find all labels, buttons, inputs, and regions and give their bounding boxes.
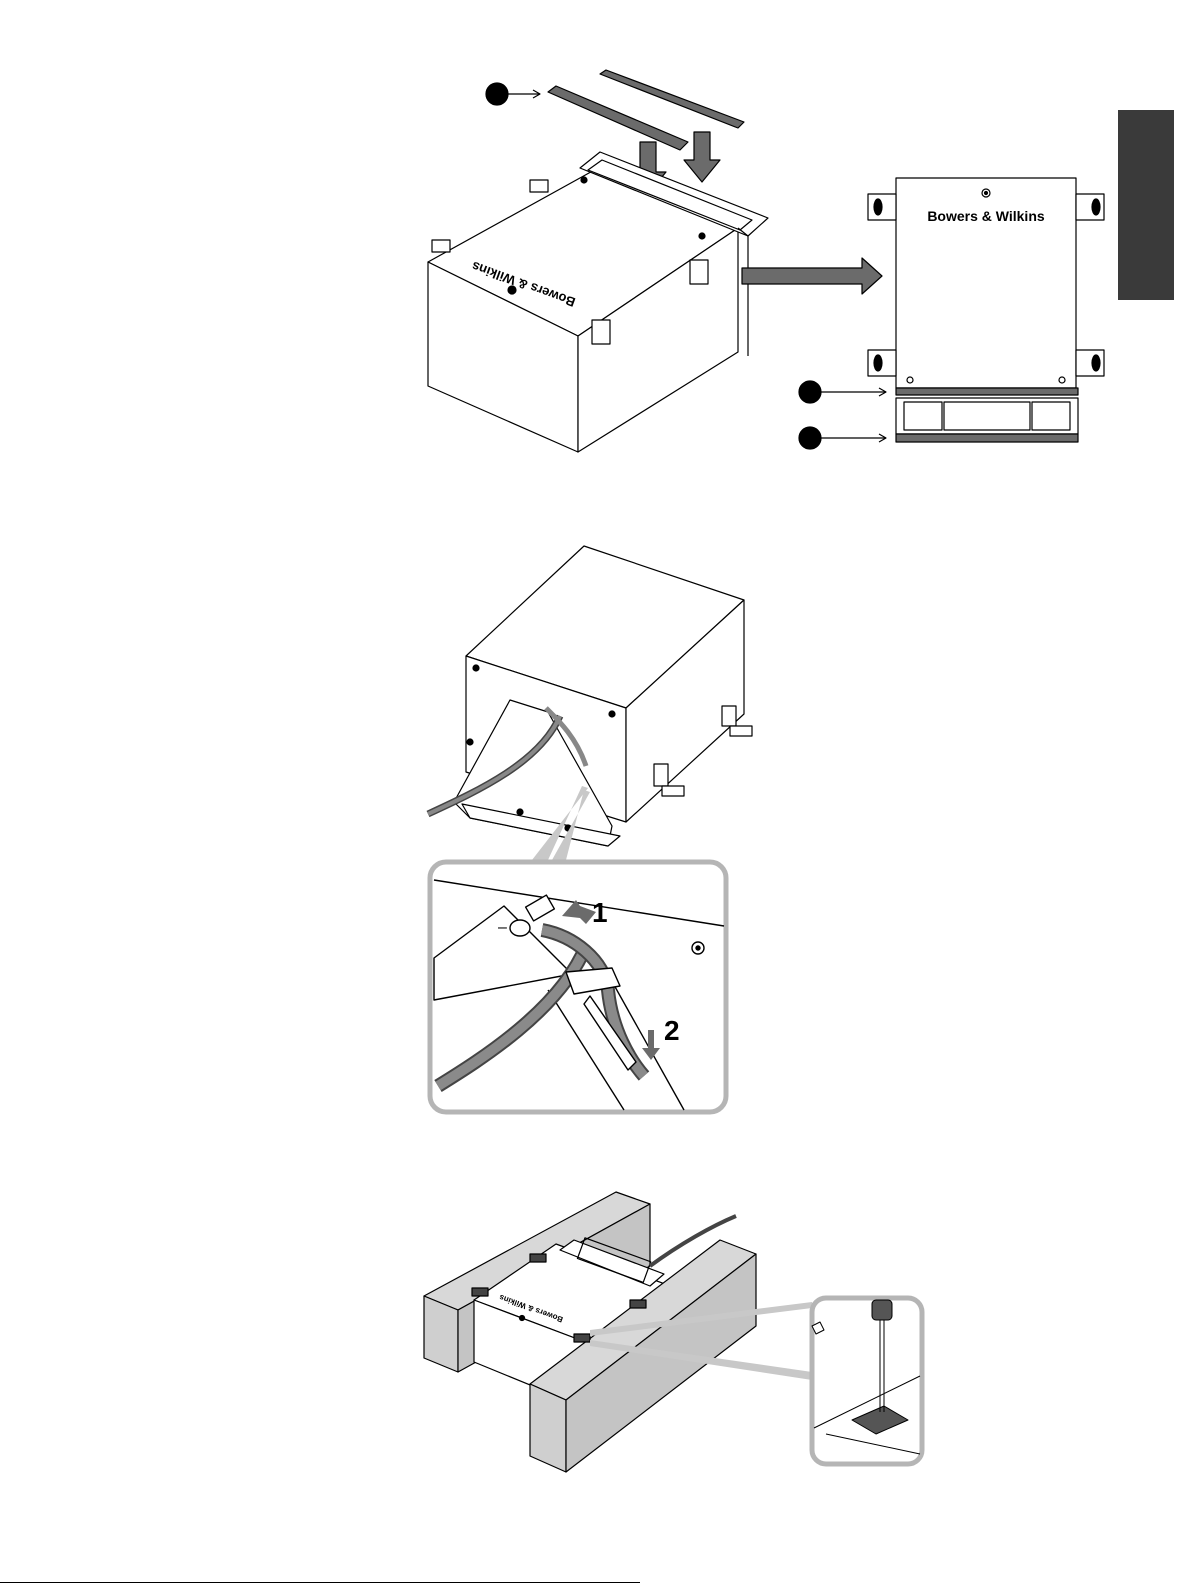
brand-mark: Bowers & Wilkins xyxy=(927,208,1045,224)
down-arrow xyxy=(684,132,720,182)
polarity-minus: – xyxy=(498,919,507,936)
figure-3: Bowers & Wilkins xyxy=(424,1192,922,1472)
step-1-label: 1 xyxy=(592,897,608,928)
figure-1: Bowers & Wilkins Bowers & Wilkins xyxy=(428,70,1104,452)
callout-bullet xyxy=(799,381,821,403)
callout-bullet xyxy=(799,427,821,449)
figure-2: 1 2 – xyxy=(428,546,752,1112)
callout-bullet xyxy=(486,83,508,105)
zoom-callout xyxy=(812,1298,922,1464)
footer-rule xyxy=(0,1582,640,1583)
step-2-label: 2 xyxy=(664,1015,680,1046)
right-arrow xyxy=(742,258,882,294)
